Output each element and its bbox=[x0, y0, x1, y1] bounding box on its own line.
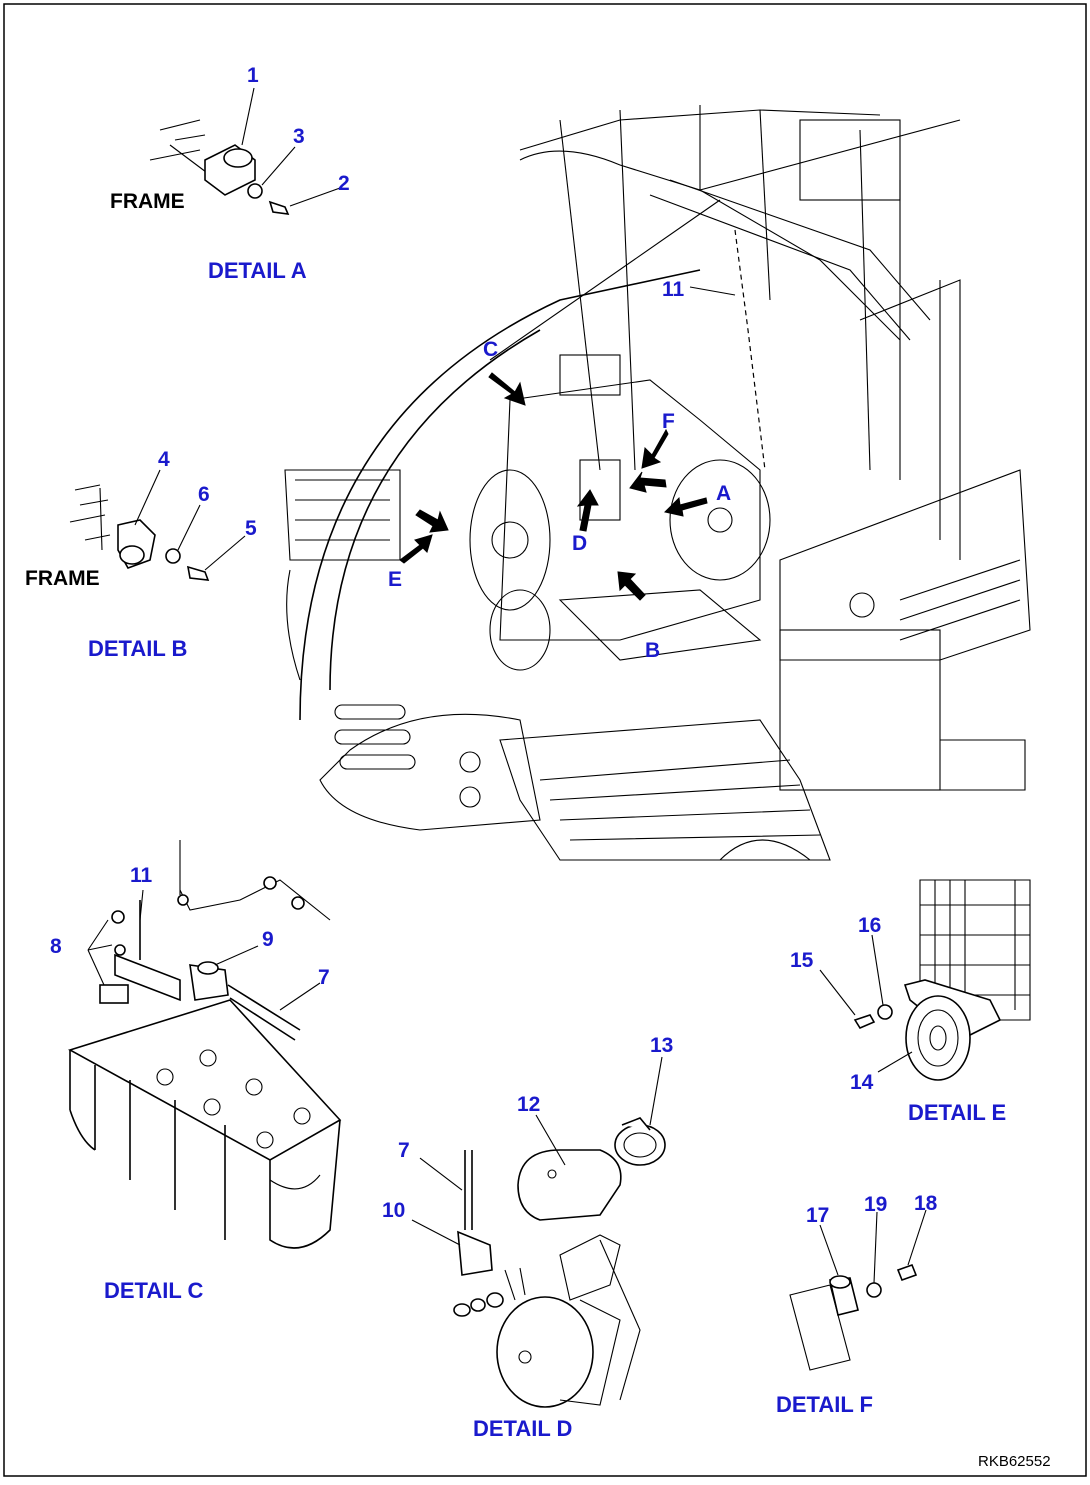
view-letter-a: A bbox=[716, 482, 731, 505]
callout-12: 12 bbox=[517, 1093, 540, 1116]
callout-13: 13 bbox=[650, 1034, 673, 1057]
view-letter-c: C bbox=[483, 338, 498, 361]
view-arrows bbox=[399, 372, 708, 601]
callout-5: 5 bbox=[245, 517, 257, 540]
callout-7-detail-c: 7 bbox=[318, 966, 330, 989]
callout-17: 17 bbox=[806, 1204, 829, 1227]
callout-1: 1 bbox=[247, 64, 259, 87]
detail-e-drawing bbox=[819, 879, 1031, 1081]
callout-19: 19 bbox=[864, 1193, 887, 1216]
callout-2: 2 bbox=[338, 172, 350, 195]
detail-f-title: DETAIL F bbox=[776, 1392, 873, 1417]
callout-18: 18 bbox=[914, 1192, 938, 1215]
callout-7-detail-d: 7 bbox=[398, 1139, 410, 1162]
callout-11-detail-c: 11 bbox=[130, 864, 153, 887]
detail-a-title: DETAIL A bbox=[208, 258, 307, 283]
detail-c-drawing bbox=[67, 840, 342, 1249]
callout-10: 10 bbox=[382, 1199, 405, 1222]
detail-f-drawing bbox=[789, 1209, 927, 1371]
view-letter-d: D bbox=[572, 532, 587, 555]
detail-b-drawing bbox=[69, 469, 246, 581]
detail-a-drawing bbox=[149, 87, 341, 215]
callout-3: 3 bbox=[293, 125, 305, 148]
drawing-code: RKB62552 bbox=[978, 1453, 1051, 1470]
detail-d-title: DETAIL D bbox=[473, 1416, 572, 1441]
callout-9: 9 bbox=[262, 928, 274, 951]
view-letter-f: F bbox=[662, 410, 675, 433]
callout-8: 8 bbox=[50, 935, 62, 958]
detail-b-title: DETAIL B bbox=[88, 636, 187, 661]
callout-15: 15 bbox=[790, 949, 814, 972]
callout-16: 16 bbox=[858, 914, 881, 937]
callout-6: 6 bbox=[198, 483, 210, 506]
frame-label-a: FRAME bbox=[110, 190, 185, 213]
detail-c-title: DETAIL C bbox=[104, 1278, 204, 1303]
frame-label-b: FRAME bbox=[25, 567, 100, 590]
callout-11-main: 11 bbox=[662, 278, 685, 301]
callout-14: 14 bbox=[850, 1071, 874, 1094]
detail-d-drawing bbox=[411, 1056, 666, 1408]
machine-illustration bbox=[284, 105, 1031, 861]
drawing-border bbox=[3, 3, 1087, 1477]
view-letter-b: B bbox=[645, 639, 660, 662]
view-letter-e: E bbox=[388, 568, 402, 591]
detail-e-title: DETAIL E bbox=[908, 1100, 1006, 1125]
callout-4: 4 bbox=[158, 448, 170, 471]
